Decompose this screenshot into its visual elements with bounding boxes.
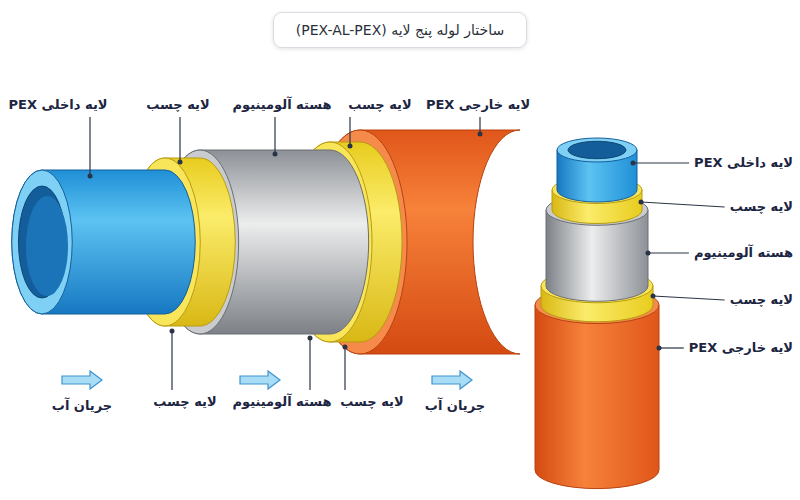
leader-line xyxy=(653,296,725,300)
pipe-stack xyxy=(535,138,659,489)
leader-line xyxy=(171,331,172,390)
leader-dot xyxy=(308,336,313,341)
layer-label: هسته آلومینیوم xyxy=(694,245,793,261)
layer-label: لایه چسب xyxy=(146,97,209,113)
leader-dot xyxy=(348,144,353,149)
leader-dot xyxy=(343,345,348,350)
pipe-bore xyxy=(568,141,626,158)
pipe-cutaway xyxy=(12,130,520,354)
layer-label: جریان آب xyxy=(425,398,485,414)
leader-line xyxy=(648,252,689,253)
leader-dot xyxy=(651,294,656,299)
layer-end-face xyxy=(12,170,72,314)
leader-line xyxy=(349,117,350,146)
flow-arrow xyxy=(240,371,280,389)
layer-label: لایه چسب xyxy=(730,199,793,215)
leader-line xyxy=(89,117,90,176)
layer-label: لایه خارجی PEX xyxy=(689,340,793,356)
leader-line xyxy=(274,117,275,154)
outer-pex-layer xyxy=(535,305,659,489)
leader-line xyxy=(179,117,180,162)
leader-line xyxy=(344,347,345,390)
leader-line xyxy=(641,202,725,207)
layer-label: جریان آب xyxy=(52,398,112,414)
leader-dot xyxy=(631,161,636,166)
layer-label: لایه داخلی PEX xyxy=(9,97,108,113)
layer-label: لایه چسب xyxy=(348,97,411,113)
layer-label: لایه داخلی PEX xyxy=(694,155,793,171)
leader-dot xyxy=(170,329,175,334)
layer-label: لایه خارجی PEX xyxy=(426,97,530,113)
layer-top-face xyxy=(557,138,637,162)
layer-label: هسته آلومینیوم xyxy=(232,394,331,410)
leader-dot xyxy=(478,132,483,137)
leader-line xyxy=(633,162,689,163)
pipe-bore-shade xyxy=(26,196,68,296)
layer-label: لایه چسب xyxy=(340,394,403,410)
leader-line xyxy=(309,338,310,390)
title: ساختار لوله پنج لایه (PEX-AL-PEX) xyxy=(273,12,527,48)
leader-dot xyxy=(639,200,644,205)
layer-label: لایه چسب xyxy=(153,394,216,410)
leader-dot xyxy=(88,174,93,179)
layer-label: هسته آلومینیوم xyxy=(232,97,331,113)
flow-arrow xyxy=(62,371,102,389)
flow-arrow xyxy=(432,371,472,389)
inner-pex-layer xyxy=(12,170,195,314)
leader-dot xyxy=(646,251,651,256)
leader-line xyxy=(479,117,480,134)
layer-label: لایه چسب xyxy=(730,292,793,308)
leader-dot xyxy=(273,152,278,157)
leader-dot xyxy=(178,160,183,165)
leader-dot xyxy=(657,346,662,351)
leader-line xyxy=(659,347,684,348)
